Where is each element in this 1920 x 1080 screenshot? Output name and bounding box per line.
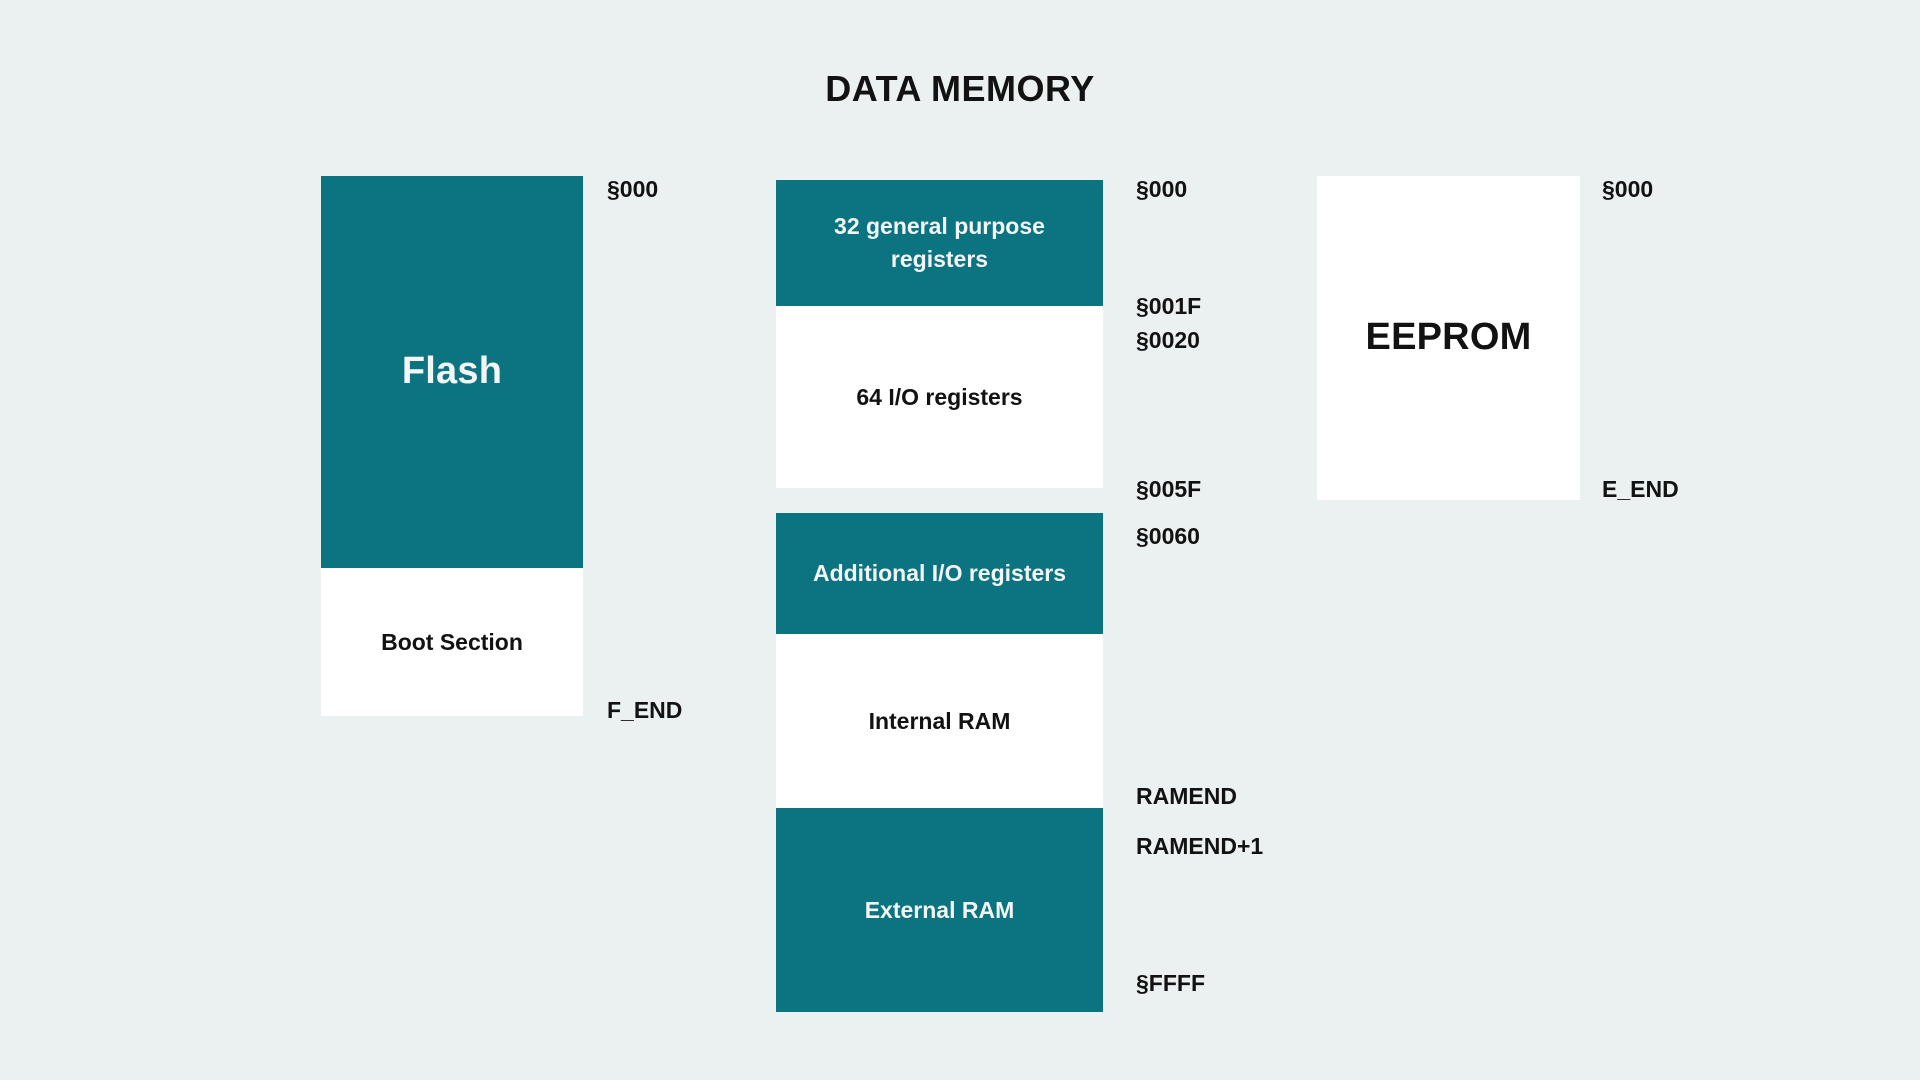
io-registers-block: 64 I/O registers bbox=[776, 306, 1103, 488]
eeprom-block-label: EEPROM bbox=[1365, 316, 1532, 359]
flash-address-start: §000 bbox=[607, 176, 659, 202]
io-registers-label: 64 I/O registers bbox=[856, 383, 1023, 410]
boot-section-block: Boot Section bbox=[321, 568, 583, 716]
general-purpose-registers-label: 32 general purpose registers bbox=[834, 213, 1045, 272]
flash-address-end: F_END bbox=[607, 697, 683, 723]
external-ram-block: External RAM bbox=[776, 808, 1103, 1012]
data-address-ramend: RAMEND bbox=[1136, 783, 1237, 809]
additional-io-registers-block: Additional I/O registers bbox=[776, 513, 1103, 634]
internal-ram-block: Internal RAM bbox=[776, 634, 1103, 808]
external-ram-label: External RAM bbox=[864, 896, 1015, 923]
eeprom-address-end: E_END bbox=[1602, 476, 1679, 502]
flash-block-label: Flash bbox=[401, 350, 503, 393]
data-address-ramend-plus-1: RAMEND+1 bbox=[1136, 833, 1264, 859]
data-address-005f: §005F bbox=[1136, 476, 1202, 502]
data-address-001f: §001F bbox=[1136, 293, 1202, 319]
data-address-ffff: §FFFF bbox=[1136, 970, 1205, 996]
internal-ram-label: Internal RAM bbox=[868, 707, 1011, 734]
data-address-0060: §0060 bbox=[1136, 523, 1200, 549]
eeprom-block: EEPROM bbox=[1317, 176, 1580, 500]
page-title: DATA MEMORY bbox=[825, 68, 1095, 109]
additional-io-registers-label: Additional I/O registers bbox=[812, 560, 1067, 587]
boot-section-block-label: Boot Section bbox=[381, 628, 523, 655]
eeprom-address-start: §000 bbox=[1602, 176, 1654, 202]
data-address-0020: §0020 bbox=[1136, 327, 1200, 353]
flash-block: Flash bbox=[321, 176, 583, 568]
data-address-0000: §000 bbox=[1136, 176, 1188, 202]
general-purpose-registers-block: 32 general purpose registers bbox=[776, 180, 1103, 306]
